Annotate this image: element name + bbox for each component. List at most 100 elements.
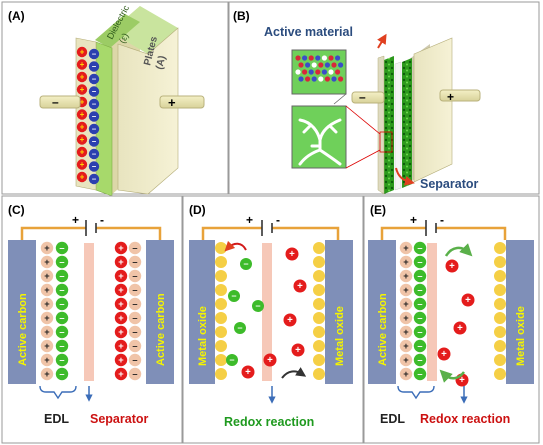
metal-oxide-bead bbox=[494, 298, 506, 310]
panel-b-tag: (B) bbox=[233, 9, 250, 23]
edl-positive-charge bbox=[40, 325, 54, 339]
edl-positive-charge-sign: + bbox=[403, 285, 409, 295]
negative-charge bbox=[88, 61, 100, 72]
electrode-d-left-label: Metal oxide bbox=[197, 306, 209, 366]
electrolyte-cation-sign: + bbox=[449, 261, 455, 272]
electrolyte-cation bbox=[114, 325, 128, 339]
electrolyte-cation-sign: + bbox=[295, 345, 301, 356]
positive-charge bbox=[76, 134, 88, 145]
electrolyte-anion-sign: – bbox=[417, 313, 422, 323]
edl-positive-charge-sign: + bbox=[403, 313, 409, 323]
edl-positive-charge bbox=[40, 297, 54, 311]
edl-positive-charge bbox=[399, 269, 413, 283]
electrolyte-anion bbox=[413, 269, 427, 283]
negative-charge bbox=[88, 161, 100, 172]
electrolyte-ion bbox=[338, 62, 344, 68]
negative-charge-sign: – bbox=[92, 149, 97, 158]
dielectric-symbol: (ε) bbox=[117, 31, 131, 45]
electrode-c-right bbox=[146, 240, 174, 384]
edl-positive-charge-sign: + bbox=[403, 327, 409, 337]
edl-positive-charge-sign: + bbox=[44, 299, 50, 309]
panel-c: (C) + - Active carbon Active carbon +–+–… bbox=[1, 195, 183, 444]
edl-label-c: EDL bbox=[44, 412, 69, 426]
edl-positive-charge-sign: + bbox=[44, 355, 50, 365]
battery-minus-c: - bbox=[100, 213, 104, 227]
negative-charge-sign: – bbox=[92, 124, 97, 133]
metal-oxide-bead bbox=[494, 354, 506, 366]
battery-plus-e: + bbox=[410, 213, 417, 227]
separator-c bbox=[84, 243, 94, 381]
metal-oxide-bead bbox=[494, 284, 506, 296]
terminal-minus-b: – bbox=[359, 90, 366, 104]
positive-charge-sign: + bbox=[80, 60, 85, 69]
negative-charge-sign: – bbox=[92, 137, 97, 146]
electrolyte-cation bbox=[445, 259, 459, 273]
electrolyte-cation-sign: + bbox=[457, 323, 463, 334]
zoom-line-1 bbox=[345, 105, 381, 135]
edl-positive-charge bbox=[399, 367, 413, 381]
electrode-c-right-label: Active carbon bbox=[155, 293, 167, 366]
electrolyte-anion bbox=[55, 339, 69, 353]
redox-label-e: Redox reaction bbox=[420, 412, 510, 426]
electrolyte-cation-sign: + bbox=[289, 249, 295, 260]
metal-oxide-bead bbox=[215, 312, 227, 324]
edl-positive-charge-sign: + bbox=[403, 257, 409, 267]
panel-a-tag: (A) bbox=[8, 9, 25, 23]
metal-oxide-bead bbox=[215, 242, 227, 254]
electrolyte-ion bbox=[331, 76, 337, 82]
negative-charge bbox=[88, 111, 100, 122]
edl-positive-charge bbox=[40, 367, 54, 381]
electrolyte-anion-sign: – bbox=[59, 285, 64, 295]
electrolyte-anion-sign: – bbox=[59, 257, 64, 267]
edl-positive-charge-sign: + bbox=[44, 313, 50, 323]
electrolyte-cation-sign: + bbox=[297, 281, 303, 292]
edl-positive-charge-sign: + bbox=[44, 271, 50, 281]
electrolyte-anion-sign: – bbox=[255, 301, 260, 311]
electrolyte-ion bbox=[305, 76, 311, 82]
metal-oxide-bead bbox=[313, 298, 325, 310]
electrolyte-cation-sign: + bbox=[267, 355, 273, 366]
electrolyte-anion-sign: – bbox=[417, 299, 422, 309]
redox-arrow-top-d bbox=[224, 240, 247, 252]
electrolyte-anion-sign: – bbox=[417, 327, 422, 337]
electrolyte-ion bbox=[298, 76, 304, 82]
redox-arrow-bottom-d bbox=[281, 367, 307, 379]
edl-negative-charge bbox=[128, 325, 142, 339]
active-material-label: Active material bbox=[264, 25, 353, 39]
electrolyte-ion bbox=[338, 76, 344, 82]
edl-label-e: EDL bbox=[380, 412, 405, 426]
current-collector-right bbox=[413, 37, 453, 183]
electrolyte-cation bbox=[283, 313, 297, 327]
electrolyte-anion-sign: – bbox=[417, 285, 422, 295]
electrolyte-anion-sign: – bbox=[417, 243, 422, 253]
electrode-e-left-label: Active carbon bbox=[377, 293, 389, 366]
negative-charge-sign: – bbox=[92, 174, 97, 183]
edl-negative-charge bbox=[128, 339, 142, 353]
edl-positive-charge-sign: + bbox=[403, 355, 409, 365]
zoom-target bbox=[379, 131, 393, 153]
separator-sheet bbox=[394, 61, 402, 191]
metal-oxide-bead bbox=[215, 270, 227, 282]
electrolyte-cation bbox=[291, 343, 305, 357]
electrolyte-ion bbox=[302, 69, 308, 75]
positive-charge bbox=[76, 84, 88, 95]
edl-positive-charge bbox=[399, 325, 413, 339]
electrolyte-anion bbox=[55, 269, 69, 283]
edl-negative-charge-sign: – bbox=[132, 355, 137, 365]
electrolyte-ion bbox=[295, 69, 301, 75]
electrode-c-left bbox=[8, 240, 36, 384]
positive-charge-sign: + bbox=[80, 110, 85, 119]
edl-negative-charge bbox=[128, 353, 142, 367]
electrolyte-anion bbox=[413, 353, 427, 367]
edl-positive-charge-sign: + bbox=[44, 341, 50, 351]
metal-oxide-bead bbox=[215, 284, 227, 296]
electrolyte-ion bbox=[305, 62, 311, 68]
electrolyte-anion bbox=[240, 258, 252, 270]
electrolyte-anion-sign: – bbox=[243, 259, 248, 269]
electrolyte-ion bbox=[311, 76, 317, 82]
electrode-d-left bbox=[189, 240, 215, 384]
electrolyte-cation bbox=[461, 293, 475, 307]
electrolyte-ion bbox=[328, 69, 334, 75]
positive-charge-sign: + bbox=[80, 72, 85, 81]
metal-oxide-bead bbox=[313, 256, 325, 268]
